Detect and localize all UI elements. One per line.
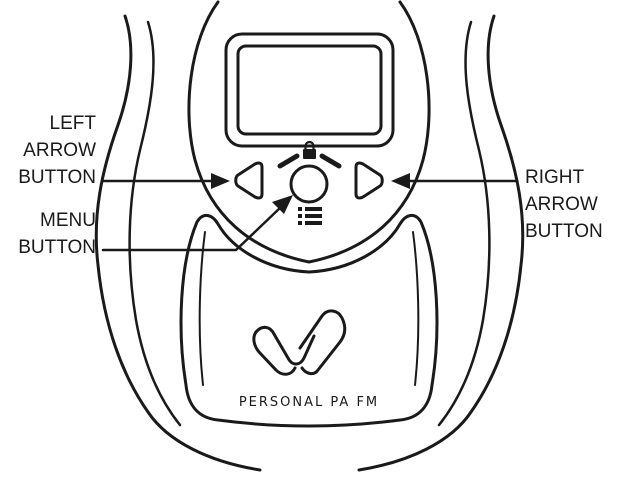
side-ridge-right (437, 20, 491, 427)
brand-text: PERSONAL PA FM (239, 395, 379, 410)
right-arrow-leader (391, 173, 519, 189)
brand-logo (252, 309, 347, 376)
left-arrow-callout: LEFT ARROW BUTTON (18, 113, 96, 188)
menu-button[interactable] (289, 164, 329, 204)
lock-indicator-left-line (277, 153, 300, 169)
menu-list-icon (298, 207, 322, 225)
lock-indicator-right-line (319, 153, 342, 169)
menu-leader (101, 195, 293, 252)
right-arrow-button[interactable] (354, 161, 384, 200)
right-arrow-callout: RIGHT ARROW BUTTON (525, 167, 603, 242)
body-outline-left (94, 14, 262, 472)
display-screen (236, 44, 383, 136)
lock-icon (303, 140, 316, 159)
lower-panel-inner-edge (198, 231, 206, 386)
body-outline-right (357, 14, 525, 472)
lower-panel (179, 214, 439, 428)
face-oval (187, 0, 431, 264)
left-arrow-leader (101, 173, 230, 189)
side-ridge-left (128, 20, 182, 427)
left-arrow-button[interactable] (234, 161, 264, 200)
menu-callout: MENU BUTTON (18, 210, 96, 258)
display-bezel (224, 32, 395, 148)
lower-panel-inner-edge-right (412, 231, 420, 386)
